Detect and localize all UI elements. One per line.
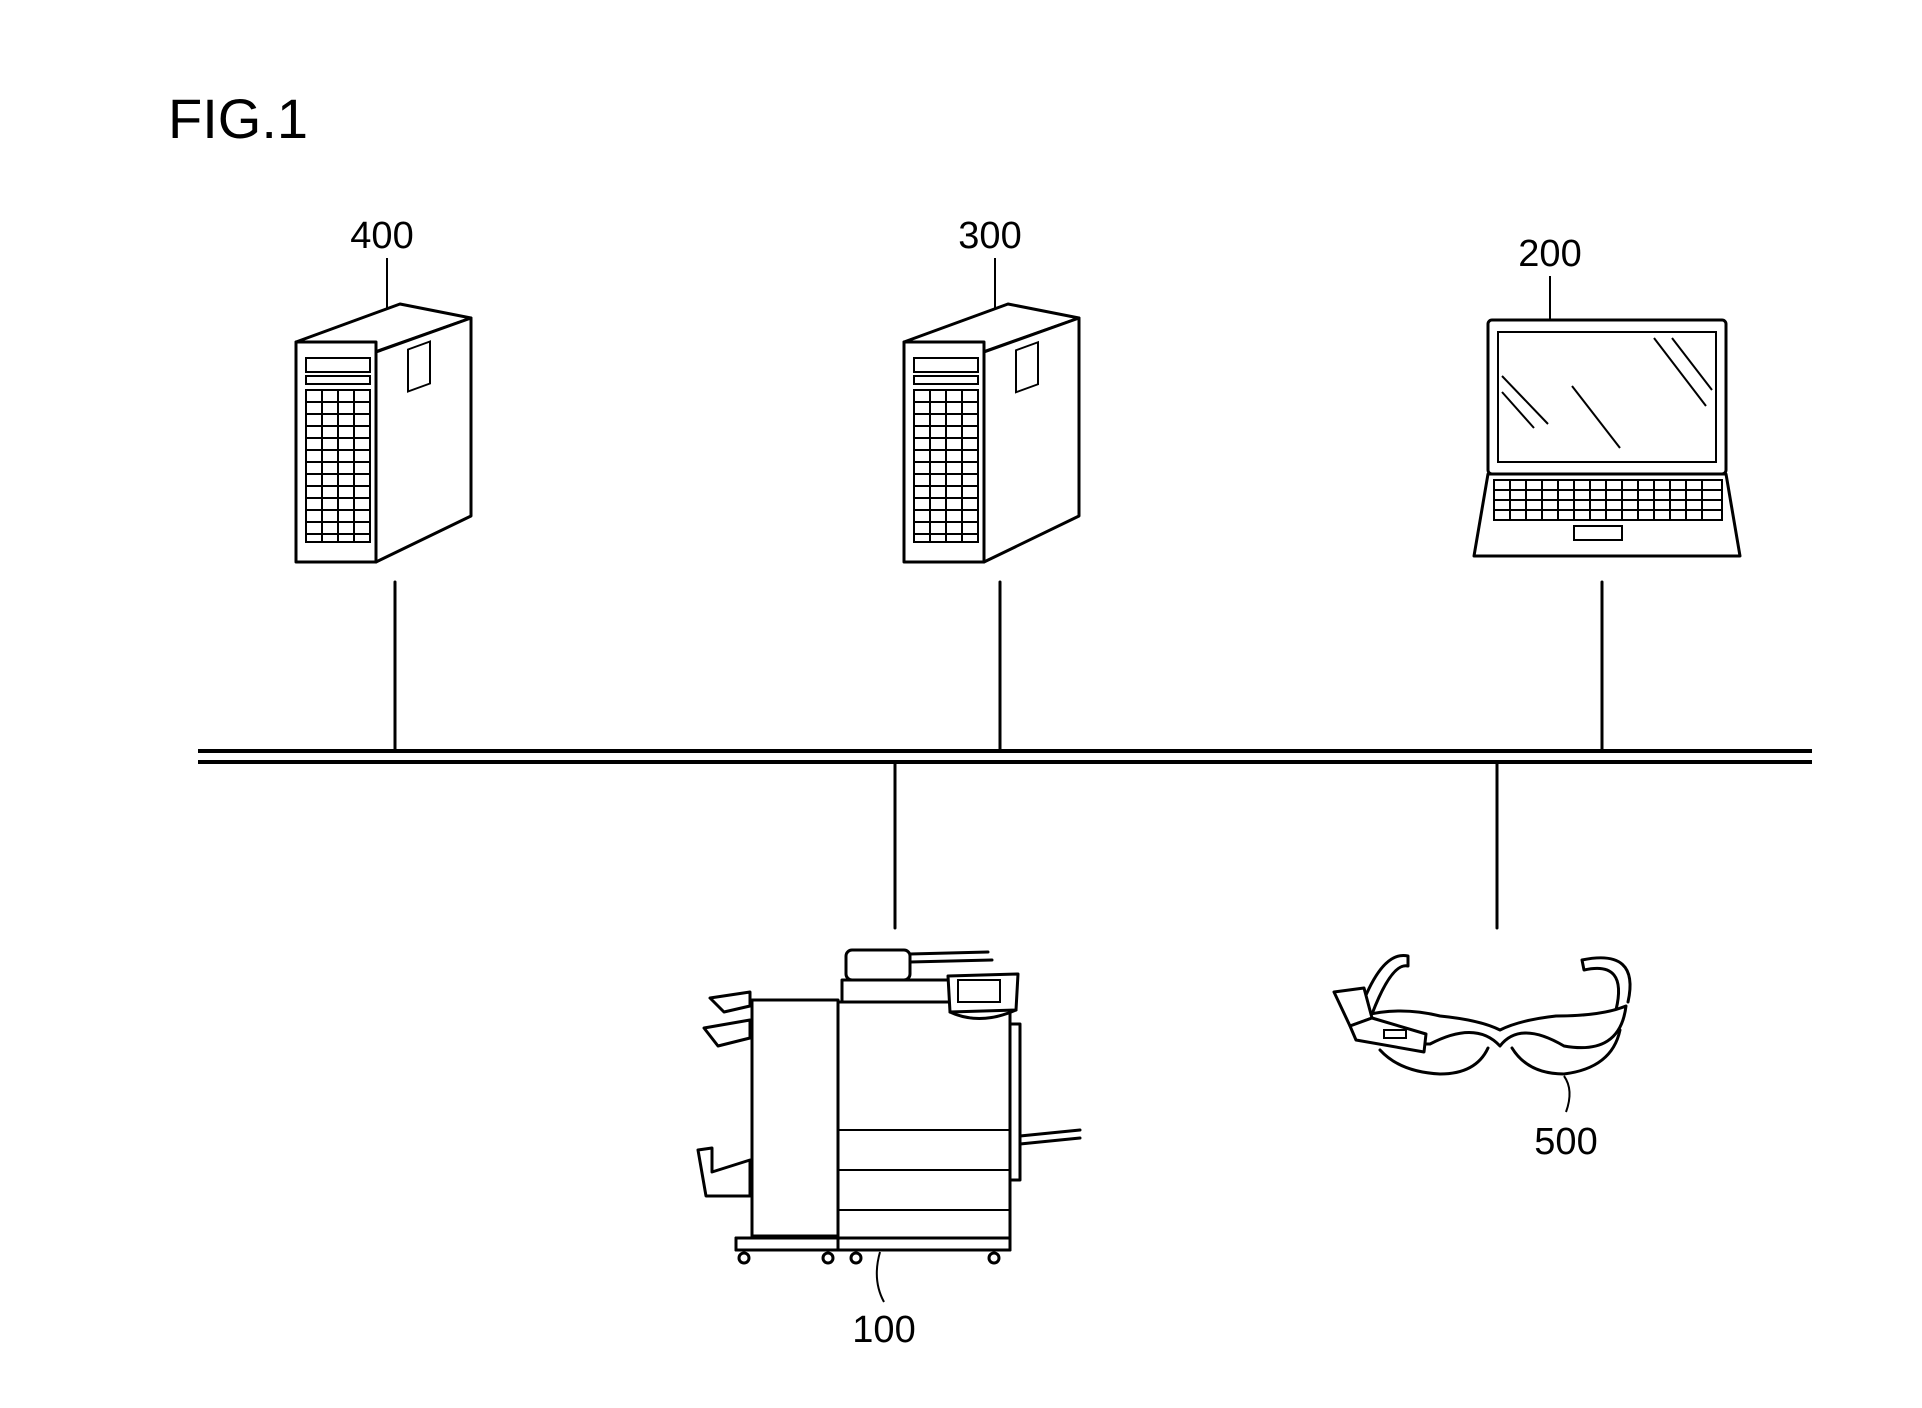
server-400: 400 xyxy=(296,215,471,562)
network-bus xyxy=(198,751,1812,762)
device-label-500: 500 xyxy=(1534,1121,1597,1163)
device-label-200: 200 xyxy=(1518,233,1581,275)
printer-100: 100 xyxy=(698,950,1080,1351)
device-label-100: 100 xyxy=(852,1309,915,1351)
laptop-200: 200 xyxy=(1474,233,1740,556)
figure-title: FIG.1 xyxy=(168,87,308,150)
device-label-400: 400 xyxy=(350,215,413,257)
server-300: 300 xyxy=(904,215,1079,562)
connection-lines xyxy=(395,582,1602,928)
glasses-500: 500 xyxy=(1334,955,1630,1163)
device-label-300: 300 xyxy=(958,215,1021,257)
